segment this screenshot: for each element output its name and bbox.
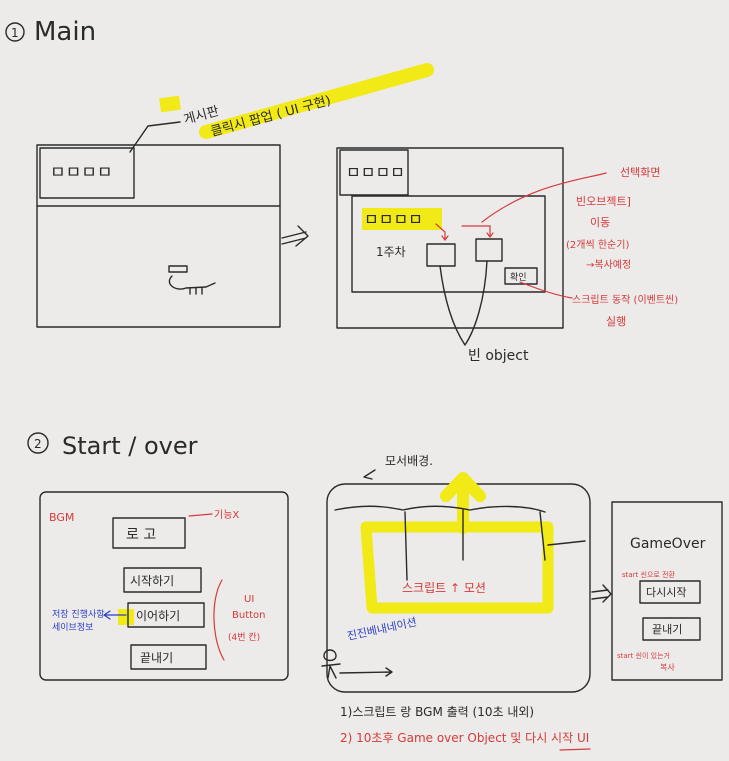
- start-button[interactable]: [123, 567, 202, 593]
- gameover-red-3: 복사: [660, 663, 675, 672]
- screen-frame: [36, 144, 281, 328]
- restart-button-label: 다시시작: [646, 586, 686, 599]
- red-note-3: 이동: [590, 216, 610, 229]
- red-arrow-to-script: [519, 281, 573, 299]
- section-2-header: 2 Start / over: [27, 432, 198, 460]
- section-2-title: Start / over: [62, 432, 198, 460]
- transition-arrow-1: [281, 225, 309, 247]
- red-note-4: (2개씩 한순기): [566, 239, 629, 251]
- logo-note-arrow: [188, 513, 213, 517]
- popup-board-squares: ㅁㅁㅁㅁ: [364, 210, 423, 229]
- section-2-circle: [27, 432, 49, 454]
- empty-object-label: 빈 object: [468, 348, 529, 364]
- board-squares: ㅁㅁㅁㅁ: [50, 163, 113, 183]
- confirm-button[interactable]: [504, 267, 538, 285]
- bgm-label: BGM: [49, 511, 74, 524]
- red-arrow-1: [435, 223, 449, 241]
- character-icon: [168, 265, 216, 295]
- red-arrow-2: [461, 225, 494, 238]
- continue-button[interactable]: [127, 602, 205, 628]
- scroll-region-highlight: [360, 521, 554, 614]
- main-screen-2: ㅁㅁㅁㅁ ㅁㅁㅁㅁ 1주차 확인: [336, 147, 564, 346]
- start-screen: BGM 로 고 기능X 시작하기 이어하기 끝내기 UI Button (4번 …: [39, 491, 289, 681]
- red-note-2: 빈오브젝트]: [576, 195, 631, 208]
- continue-highlight: [118, 609, 134, 625]
- start-screen-frame: [39, 491, 289, 681]
- ui-note-1: UI: [244, 594, 254, 605]
- highlight-board-note: [159, 95, 181, 113]
- section-1-title: Main: [34, 17, 96, 47]
- screen-frame-2: [336, 147, 564, 329]
- quit-button-label: 끝내기: [140, 651, 173, 665]
- red-note-1: 선택화면: [620, 166, 660, 179]
- scroll-lines-top: [334, 505, 546, 513]
- empty-object-box-2: [475, 238, 503, 262]
- board-box-2: [339, 149, 409, 196]
- red-note-5: →복사예정: [586, 259, 631, 271]
- main-screen-1: ㅁㅁㅁㅁ: [36, 144, 281, 328]
- start-button-label: 시작하기: [130, 574, 174, 588]
- logo-note: 기능X: [214, 509, 239, 521]
- quit-button[interactable]: [130, 644, 207, 670]
- continue-button-label: 이어하기: [136, 609, 180, 623]
- confirm-label: 확인: [510, 271, 527, 283]
- empty-object-lines: [439, 260, 488, 346]
- note-line-1: 1)스크립트 랑 BGM 출력 (10초 내외): [340, 705, 534, 719]
- scroll-line-right: [547, 540, 586, 546]
- section-1-header: 1 Main: [5, 17, 96, 47]
- popup-window: [351, 195, 546, 293]
- restart-button[interactable]: [639, 580, 701, 604]
- ui-note-3: (4번 칸): [228, 632, 260, 643]
- board-note-arrow: [129, 121, 181, 153]
- gameover-quit-button[interactable]: [642, 617, 701, 641]
- empty-object-box-1: [426, 243, 456, 267]
- logo-label: 로 고: [126, 527, 156, 543]
- logo-box: [112, 517, 186, 549]
- scroll-note: 스크립트 ↑ 모션: [402, 581, 486, 595]
- popup-board-highlight: [362, 208, 442, 230]
- blue-arrow: [102, 610, 127, 620]
- section-1-circle: [5, 22, 25, 42]
- popup-chapter-label: 1주차: [376, 245, 406, 259]
- bg-note-arrow: [363, 469, 376, 480]
- board-squares-2: ㅁㅁㅁㅁ: [346, 163, 405, 182]
- note-line-2: 2) 10초후 Game over Object 및 다시 시작 UI: [340, 731, 589, 745]
- section-2-number: 2: [34, 437, 42, 451]
- highlight-click-note: [199, 63, 434, 139]
- note-click-popup: 클릭시 팝업 ( UI 구현): [209, 93, 332, 140]
- gameover-screen: GameOver start 씬으로 전환 다시시작 끝내기 start 씬이 …: [611, 501, 723, 681]
- board-box: [39, 147, 135, 199]
- red-note-6: 스크립트 동작 (이벤트씬): [572, 293, 678, 306]
- red-note-7: 실행: [606, 315, 626, 328]
- character-arrow: [339, 667, 393, 677]
- scroll-lines-vertical: [404, 509, 546, 581]
- transition-arrow-2: [591, 584, 612, 603]
- blue-note-1: 저장 진행사항: [52, 608, 105, 620]
- character-icon-2: [321, 649, 341, 679]
- story-screen: 모서배경. 스크립트 ↑ 모션 진진베내네이션: [321, 454, 591, 693]
- ui-bracket: [213, 579, 225, 661]
- gameover-quit-label: 끝내기: [652, 623, 682, 636]
- gameover-title: GameOver: [630, 536, 706, 552]
- gameover-red-1: start 씬으로 전환: [622, 570, 676, 579]
- bg-note: 모서배경.: [385, 454, 433, 468]
- blue-note-2: 세이브정보: [52, 622, 93, 633]
- note-underline: [559, 748, 591, 751]
- gameover-red-2: start 씬이 있는거: [617, 651, 670, 660]
- blue-scroll-note: 진진베내네이션: [346, 615, 418, 642]
- gameover-frame: [611, 501, 723, 681]
- red-arrow-to-select: [481, 172, 607, 223]
- section-1-number: 1: [11, 26, 19, 40]
- ui-note-2: Button: [232, 610, 266, 621]
